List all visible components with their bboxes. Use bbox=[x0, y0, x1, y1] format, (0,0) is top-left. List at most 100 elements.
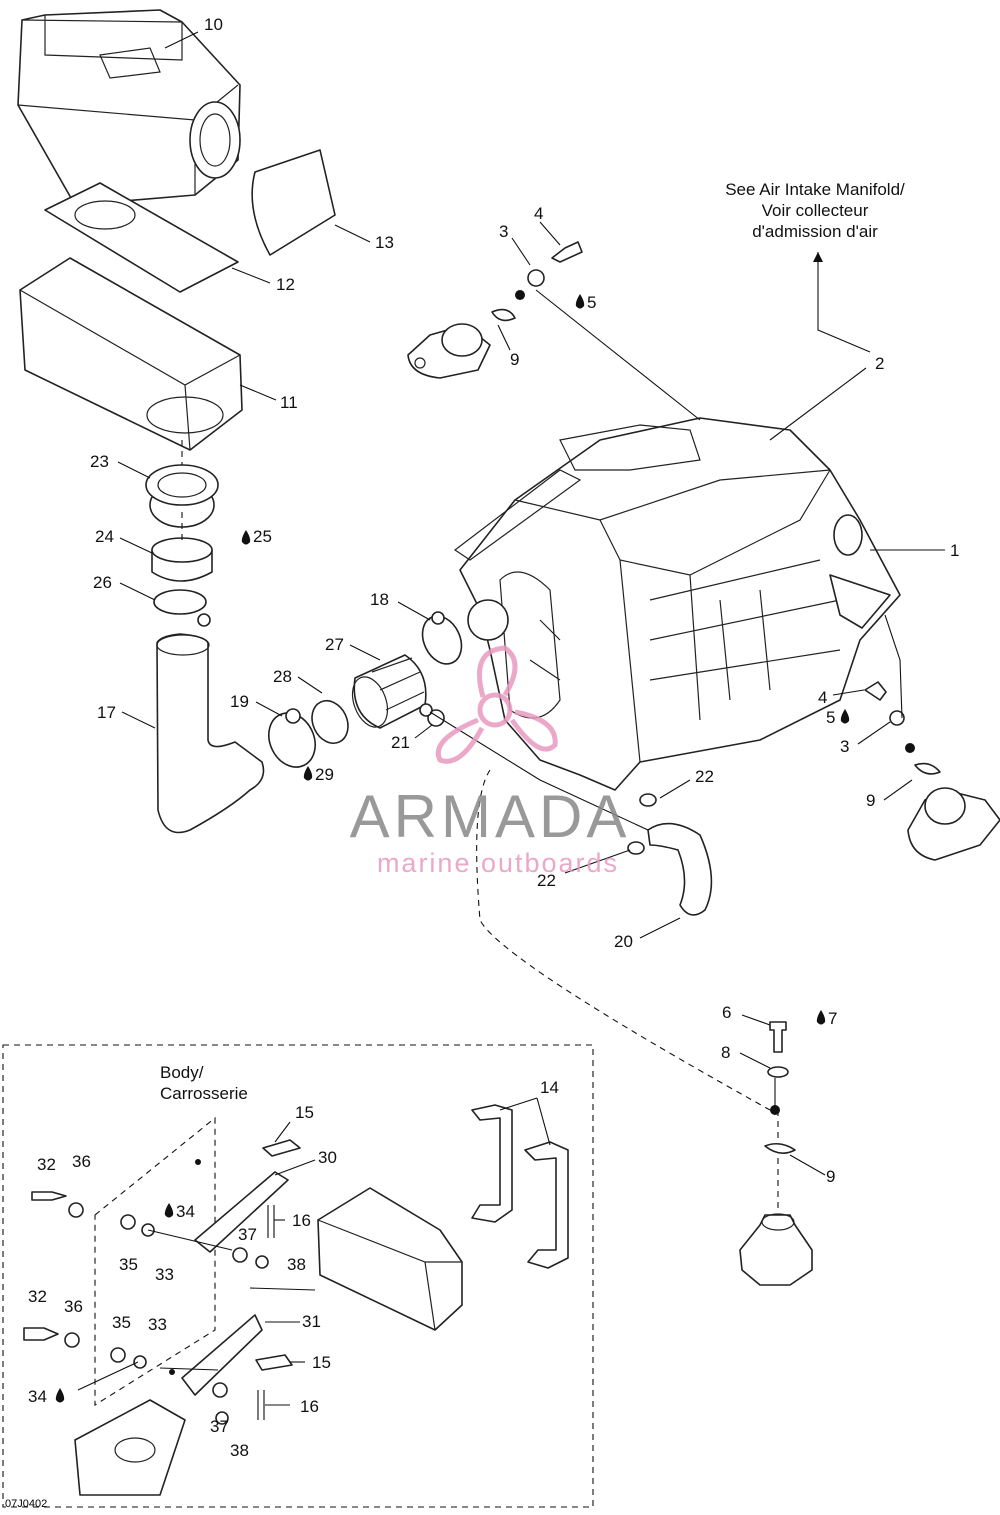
callout-14: 14 bbox=[540, 1078, 559, 1097]
clamp-26 bbox=[153, 589, 211, 627]
dashed-assembly-lines bbox=[181, 440, 779, 1210]
callout-2: 2 bbox=[875, 354, 884, 373]
inset-bracket-30 bbox=[194, 1139, 301, 1253]
drop-icon bbox=[303, 766, 313, 781]
watermark-tagline: marine outboards bbox=[377, 848, 619, 878]
inset-leader-lines bbox=[77, 1097, 551, 1406]
callout-28: 28 bbox=[273, 667, 292, 686]
body-note-line2: Carrosserie bbox=[160, 1084, 248, 1103]
sleeve-24 bbox=[151, 537, 213, 582]
air-intake-note-line1: See Air Intake Manifold/ bbox=[725, 180, 905, 199]
callout-36-b: 36 bbox=[64, 1297, 83, 1316]
drop-icon bbox=[575, 294, 585, 309]
callout-35-a: 35 bbox=[119, 1255, 138, 1274]
figure-code: 07J0402 bbox=[5, 1498, 47, 1510]
engine-assembly bbox=[453, 417, 901, 791]
inset-air-box bbox=[317, 1187, 463, 1331]
callout-labels: 10 13 12 11 23 24 25 26 17 19 28 29 27 1… bbox=[28, 15, 959, 1460]
callout-32-a: 32 bbox=[37, 1155, 56, 1174]
callout-37-a: 37 bbox=[238, 1225, 257, 1244]
callout-19: 19 bbox=[230, 692, 249, 711]
callout-1: 1 bbox=[950, 541, 959, 560]
inset-front-plate bbox=[74, 1399, 186, 1496]
callout-15-a: 15 bbox=[295, 1103, 314, 1122]
air-intake-note-line3: d'admission d'air bbox=[752, 222, 878, 241]
callout-9-bottom: 9 bbox=[826, 1167, 835, 1186]
callout-22-b: 22 bbox=[537, 871, 556, 890]
callout-31: 31 bbox=[302, 1312, 321, 1331]
callout-27: 27 bbox=[325, 635, 344, 654]
air-silencer-cover bbox=[17, 9, 241, 206]
callout-26: 26 bbox=[93, 573, 112, 592]
callout-37-b: 37 bbox=[210, 1417, 229, 1436]
callout-4-top: 4 bbox=[534, 204, 543, 223]
clamp-18 bbox=[421, 611, 463, 665]
watermark-brand: ARMADA bbox=[350, 783, 631, 850]
armada-watermark: ARMADA marine outboards bbox=[350, 645, 631, 878]
mount-point-rear bbox=[770, 1105, 780, 1115]
propeller-logo-icon bbox=[435, 645, 558, 764]
drop-icon bbox=[840, 709, 850, 724]
mount-point-right bbox=[905, 743, 915, 753]
callout-6: 6 bbox=[722, 1003, 731, 1022]
callout-5-top: 5 bbox=[587, 293, 596, 312]
callout-20: 20 bbox=[614, 932, 633, 951]
inset-frame bbox=[2, 1044, 594, 1508]
fitting-21 bbox=[419, 703, 445, 727]
air-duct-13 bbox=[251, 149, 336, 256]
callout-12: 12 bbox=[276, 275, 295, 294]
engine-mount-rear bbox=[739, 1021, 813, 1286]
callout-16-a: 16 bbox=[292, 1211, 311, 1230]
drop-icon bbox=[241, 530, 251, 545]
callout-18: 18 bbox=[370, 590, 389, 609]
callout-11: 11 bbox=[280, 393, 298, 412]
callout-8: 8 bbox=[721, 1043, 730, 1062]
callout-25: 25 bbox=[253, 527, 272, 546]
drop-icon bbox=[55, 1388, 65, 1403]
callout-34-b: 34 bbox=[28, 1387, 47, 1406]
callout-4-right: 4 bbox=[818, 688, 827, 707]
air-intake-arrow-head bbox=[813, 252, 823, 262]
callout-3-right: 3 bbox=[840, 737, 849, 756]
callout-13: 13 bbox=[375, 233, 394, 252]
callout-33-b: 33 bbox=[148, 1315, 167, 1334]
callout-34-a: 34 bbox=[176, 1202, 195, 1221]
leader-lines bbox=[117, 31, 945, 1176]
hose-17 bbox=[156, 633, 265, 834]
callout-5-right: 5 bbox=[826, 708, 835, 727]
callout-38-b: 38 bbox=[230, 1441, 249, 1460]
callout-36-a: 36 bbox=[72, 1152, 91, 1171]
callout-23: 23 bbox=[90, 452, 109, 471]
callout-7: 7 bbox=[828, 1009, 837, 1028]
callout-9-top: 9 bbox=[510, 350, 519, 369]
callout-21: 21 bbox=[391, 733, 410, 752]
callout-33-a: 33 bbox=[155, 1265, 174, 1284]
callout-15-b: 15 bbox=[312, 1353, 331, 1372]
hose-27 bbox=[351, 654, 427, 729]
drop-icon bbox=[816, 1010, 826, 1025]
callout-22-a: 22 bbox=[695, 767, 714, 786]
inset-fasteners bbox=[23, 1191, 275, 1425]
sleeve-28 bbox=[311, 700, 349, 744]
callout-30: 30 bbox=[318, 1148, 337, 1167]
drop-icon bbox=[164, 1203, 174, 1218]
engine-mount-right bbox=[864, 681, 1000, 861]
callout-17: 17 bbox=[97, 703, 116, 722]
adapter-23 bbox=[145, 464, 219, 528]
inset-body-panel bbox=[94, 1116, 216, 1406]
callout-16-b: 16 bbox=[300, 1397, 319, 1416]
hose-20 bbox=[627, 793, 713, 916]
callout-9-right: 9 bbox=[866, 791, 875, 810]
inset-brackets-14 bbox=[471, 1104, 569, 1269]
callout-29: 29 bbox=[315, 765, 334, 784]
lubricant-drop-icons bbox=[55, 294, 850, 1403]
callout-32-b: 32 bbox=[28, 1287, 47, 1306]
callout-35-b: 35 bbox=[112, 1313, 131, 1332]
callout-24: 24 bbox=[95, 527, 114, 546]
mount-point-top bbox=[515, 290, 525, 300]
air-intake-note-line2: Voir collecteur bbox=[762, 201, 869, 220]
callout-10: 10 bbox=[204, 15, 223, 34]
gasket-12 bbox=[44, 182, 239, 293]
callout-38-a: 38 bbox=[287, 1255, 306, 1274]
